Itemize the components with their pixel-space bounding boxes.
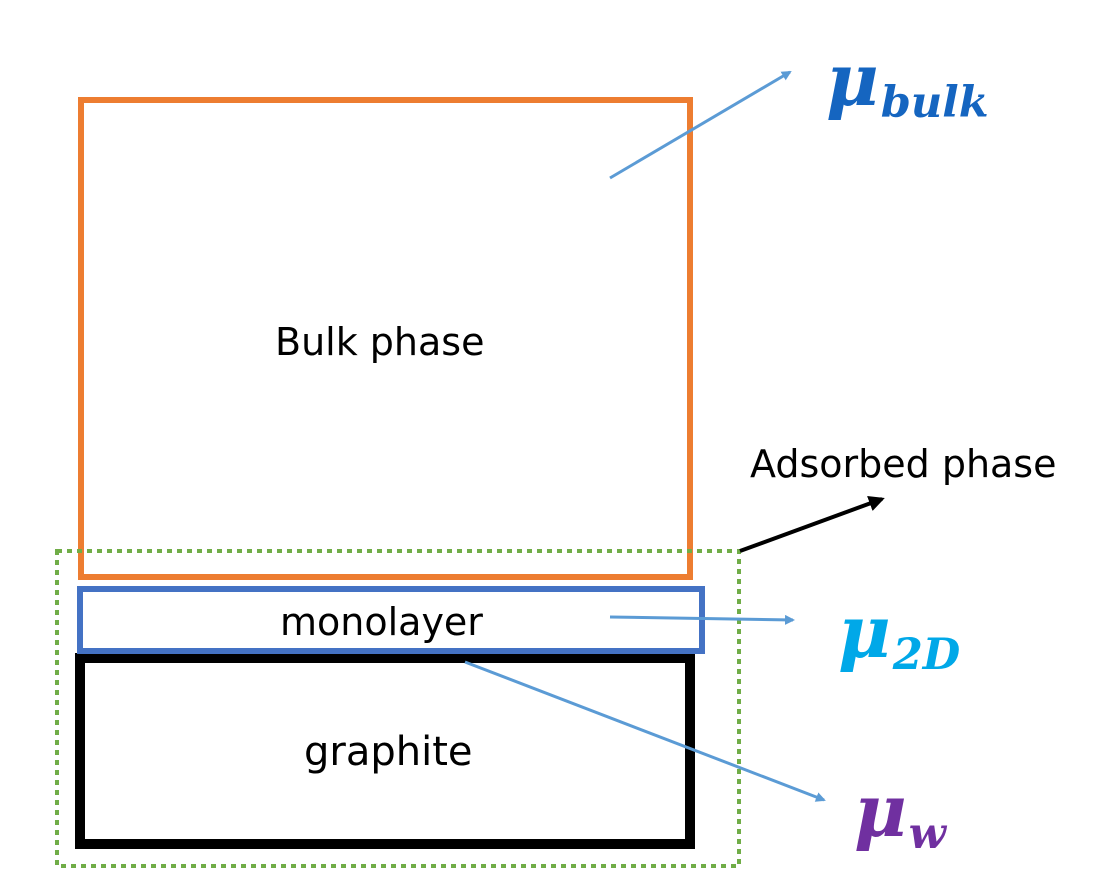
mu-2d-greek: μ	[838, 589, 891, 674]
monolayer-label: monolayer	[280, 600, 483, 644]
monolayer-arrow	[609, 614, 795, 625]
bulk-phase-box	[78, 97, 693, 580]
graphite-box	[75, 653, 695, 849]
adsorbed-phase-arrow	[739, 495, 885, 553]
mu-2d-symbol: μ2D	[838, 596, 960, 677]
mu-bulk-greek: μ	[826, 37, 879, 122]
mu-2d-subscript: 2D	[892, 629, 961, 681]
mu-w-symbol: μw	[854, 775, 946, 856]
adsorbed-phase-label: Adsorbed phase	[750, 442, 1057, 486]
bulk-arrow	[609, 70, 792, 180]
mu-bulk-subscript: bulk	[880, 77, 989, 129]
bulk-phase-label: Bulk phase	[275, 320, 485, 364]
adsorbed-region-boundary	[55, 549, 741, 868]
mu-w-greek: μ	[854, 768, 907, 853]
mu-bulk-symbol: μbulk	[826, 44, 989, 125]
graphite-label: graphite	[304, 729, 473, 775]
mu-w-subscript: w	[908, 808, 946, 860]
wall-arrow	[464, 660, 826, 802]
